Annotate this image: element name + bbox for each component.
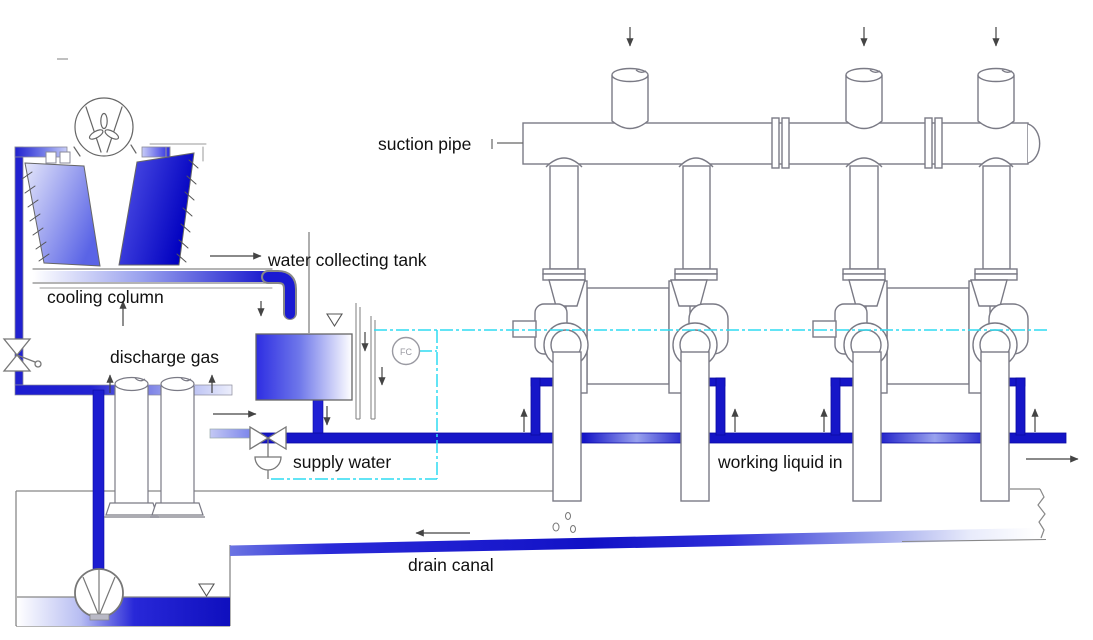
fc-label: FC	[400, 347, 412, 357]
break-line-icon	[1037, 488, 1046, 539]
circulation-piping	[14, 384, 553, 627]
supply-line	[209, 425, 1067, 479]
discharge-stack	[150, 376, 205, 518]
level-indicator-icon	[198, 583, 215, 598]
canal-edge	[901, 538, 1047, 543]
supply-inlet-stub	[209, 428, 251, 439]
control-lines	[271, 329, 1048, 480]
pipe-shoulder	[678, 157, 714, 168]
suction-drop-pipe	[982, 165, 1011, 270]
fc-instrument-icon	[391, 336, 421, 366]
vacuum-pump-2	[812, 157, 1029, 502]
flow-controller: FC	[391, 336, 421, 366]
drain-canal	[230, 488, 1047, 556]
suction-drop-pipe	[682, 165, 711, 270]
label-discharge-gas: discharge gas	[110, 347, 219, 367]
drain-drop-pipe	[552, 351, 582, 502]
pack-hatching-left	[21, 171, 50, 262]
label-supply-water: supply water	[293, 452, 392, 472]
spray-header-left	[14, 146, 68, 158]
supply-control-valve-icon	[249, 425, 287, 479]
suction-drop-pipe	[549, 165, 579, 270]
discharge-stack	[104, 376, 159, 518]
pump-flange	[674, 268, 718, 275]
drain-drop-pipe	[852, 351, 882, 502]
level-indicator-icon	[326, 313, 343, 328]
pump-flange	[842, 268, 886, 275]
cooling-column	[2, 97, 297, 386]
shaft-stub	[812, 320, 837, 338]
suction-inlet	[611, 67, 649, 130]
label-working-liquid-in: working liquid in	[718, 452, 843, 472]
pump-flange	[542, 268, 586, 275]
suction-drop-pipe	[849, 165, 879, 270]
flange-joint	[924, 117, 943, 169]
pipe-shoulder	[978, 157, 1014, 168]
pack-hatching-right	[176, 159, 199, 263]
manual-valve-icon	[2, 338, 42, 372]
pump-flange	[974, 268, 1018, 275]
fill-pack-right	[118, 152, 195, 266]
drain-drop-pipe	[980, 351, 1010, 502]
basin-water	[17, 597, 230, 626]
pump-flange	[974, 273, 1018, 281]
spray-nozzle	[59, 151, 71, 164]
pump-body	[886, 287, 970, 385]
fan-icon	[73, 97, 137, 157]
working-liquid-line	[249, 432, 1067, 444]
label-cooling-column: cooling column	[47, 287, 164, 307]
tank-outlet-pipe	[312, 399, 324, 435]
inlet-elbow	[848, 279, 886, 307]
pipe-shoulder	[845, 157, 883, 168]
overflow-pipes	[355, 303, 376, 420]
pump-feed-pipe	[92, 389, 105, 573]
tank-body	[255, 333, 353, 401]
shaft-stub	[512, 320, 537, 338]
pump-flange	[542, 273, 586, 281]
manifold-end-cap	[1027, 123, 1041, 164]
spray-nozzle	[45, 151, 57, 164]
inlet-elbow	[548, 279, 586, 307]
label-drain-canal: drain canal	[408, 555, 494, 575]
droplets-icon	[552, 512, 576, 533]
pump-flange	[674, 273, 718, 281]
label-pointer	[491, 139, 523, 149]
water-collecting-tank	[255, 232, 376, 435]
collection-tray	[33, 271, 272, 282]
canal-water	[230, 528, 1035, 556]
label-suction-pipe: suction pipe	[378, 134, 472, 154]
tray-elbow-pipe	[263, 272, 295, 319]
pump-body	[586, 287, 670, 385]
pump-flange	[842, 273, 886, 281]
circulation-pump-icon	[74, 568, 124, 621]
drain-drop-pipe	[680, 351, 710, 502]
suction-manifold	[491, 67, 1041, 169]
fill-pack-left	[24, 162, 101, 267]
pipe-shoulder	[545, 157, 583, 168]
vacuum-pump-1	[512, 157, 729, 502]
flow-arrows	[106, 27, 1079, 537]
flange-joint	[771, 117, 790, 169]
suction-inlet	[845, 67, 883, 130]
suction-inlet	[977, 67, 1015, 130]
discharge-stacks	[104, 376, 205, 518]
label-water-collecting-tank: water collecting tank	[268, 250, 427, 270]
